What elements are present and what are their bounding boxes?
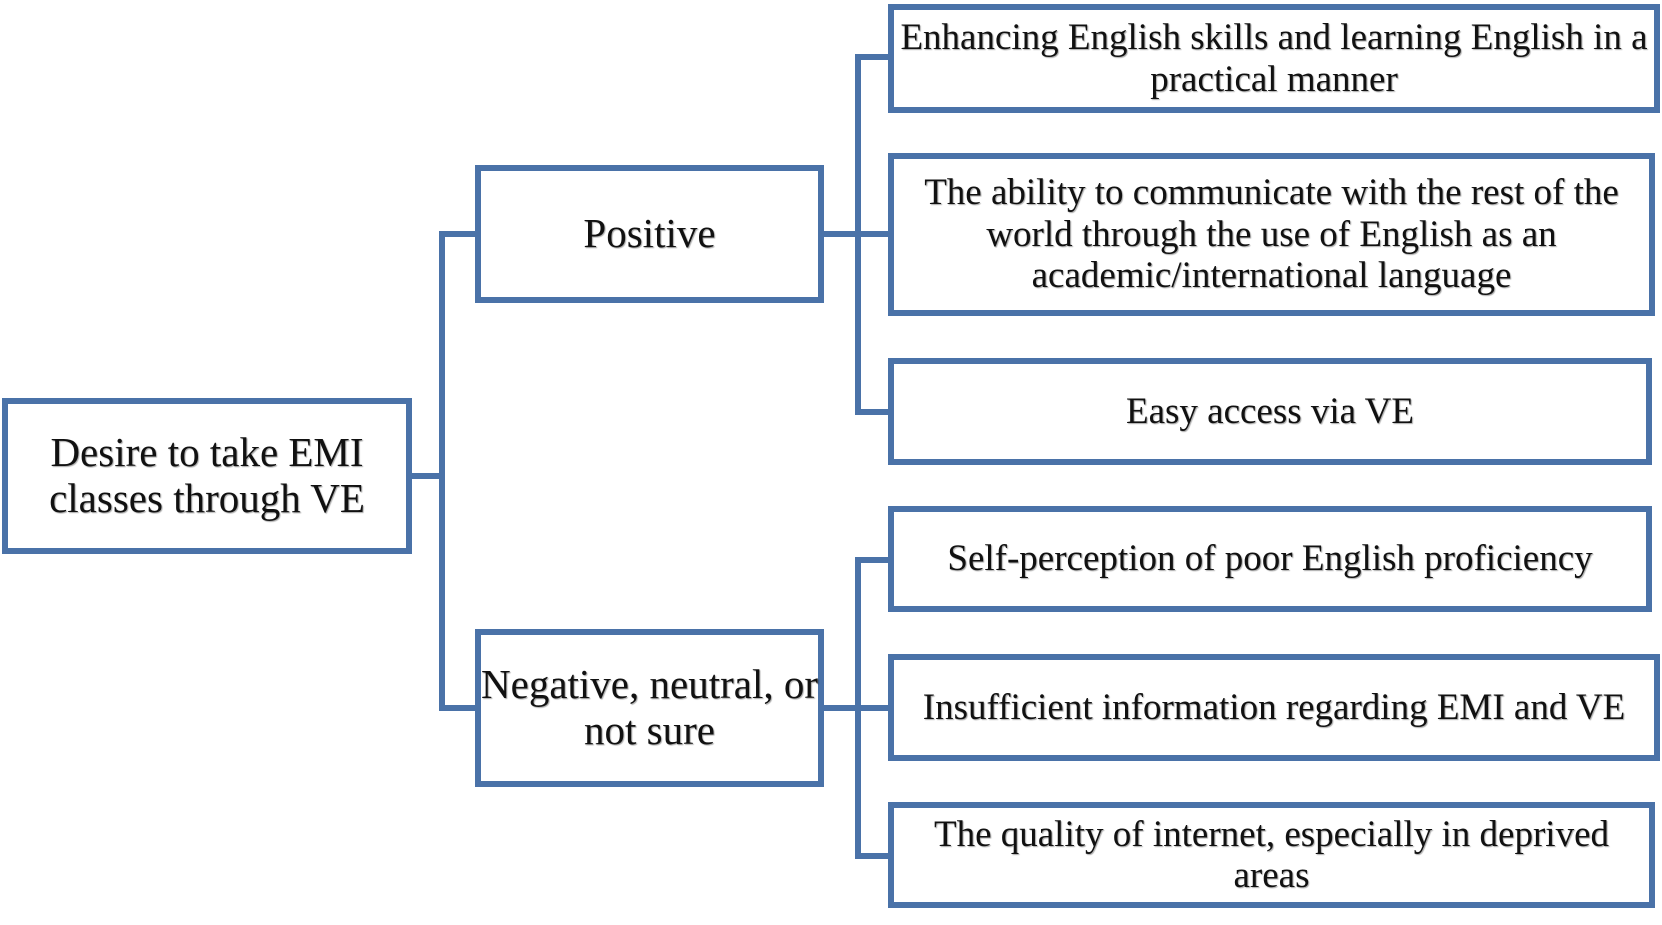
leaf-easy-access-via-ve: Easy access via VE: [888, 358, 1652, 465]
leaf-communicate-with-world: The ability to communicate with the rest…: [888, 153, 1655, 316]
leaf-label: Enhancing English skills and learning En…: [900, 17, 1648, 100]
branch-negative-label: Negative, neutral, or not sure: [481, 661, 818, 753]
leaf-enhancing-english-skills: Enhancing English skills and learning En…: [888, 4, 1660, 113]
leaf-label: Self-perception of poor English proficie…: [947, 538, 1593, 580]
leaf-label: The quality of internet, especially in d…: [933, 813, 1609, 896]
leaf-insufficient-information: Insufficient information regarding EMI a…: [888, 654, 1660, 761]
leaf-label: Easy access via VE: [1125, 390, 1414, 432]
root-node: Desire to take EMI classes through VE: [2, 398, 412, 554]
leaf-poor-english-proficiency: Self-perception of poor English proficie…: [888, 506, 1652, 612]
branch-positive: Positive: [475, 165, 824, 303]
leaf-label: The ability to communicate with the rest…: [924, 172, 1619, 297]
leaf-label: Insufficient information regarding EMI a…: [922, 686, 1626, 728]
branch-positive-label: Positive: [583, 210, 716, 257]
connector-root-to-positive: [439, 231, 475, 711]
branch-negative-neutral-not-sure: Negative, neutral, or not sure: [475, 629, 824, 787]
root-node-label: Desire to take EMI classes through VE: [49, 429, 365, 521]
leaf-internet-quality: The quality of internet, especially in d…: [888, 802, 1655, 908]
